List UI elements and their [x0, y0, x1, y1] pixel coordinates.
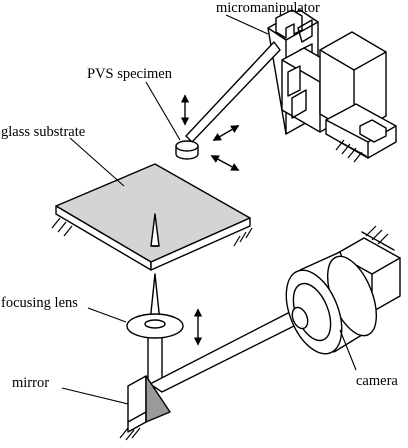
leader-glass-substrate: [69, 137, 125, 187]
glass-substrate-plate: [51, 163, 253, 271]
label-focusing-lens: focusing lens: [1, 295, 78, 311]
label-micromanipulator: micromanipulator: [216, 0, 320, 16]
camera-device: [285, 225, 401, 355]
leader-mirror: [61, 387, 129, 405]
mirror-block: [119, 375, 171, 441]
pvs-specimen: [175, 140, 199, 160]
leader-focusing-lens: [87, 307, 127, 323]
label-camera: camera: [356, 373, 398, 389]
leader-micromanipulator: [225, 14, 269, 35]
leader-lines: [61, 14, 357, 405]
specimen-motion-arrows: [180, 94, 240, 171]
leader-pvs-specimen: [145, 81, 181, 141]
label-glass-substrate: glass substrate: [1, 124, 86, 140]
label-pvs-specimen: PVS specimen: [87, 66, 172, 82]
micromanipulator-device: [267, 9, 397, 163]
manipulator-arm: [185, 41, 281, 143]
label-mirror: mirror: [12, 375, 50, 391]
leader-camera: [339, 329, 357, 371]
focusing-lens: [126, 313, 184, 339]
